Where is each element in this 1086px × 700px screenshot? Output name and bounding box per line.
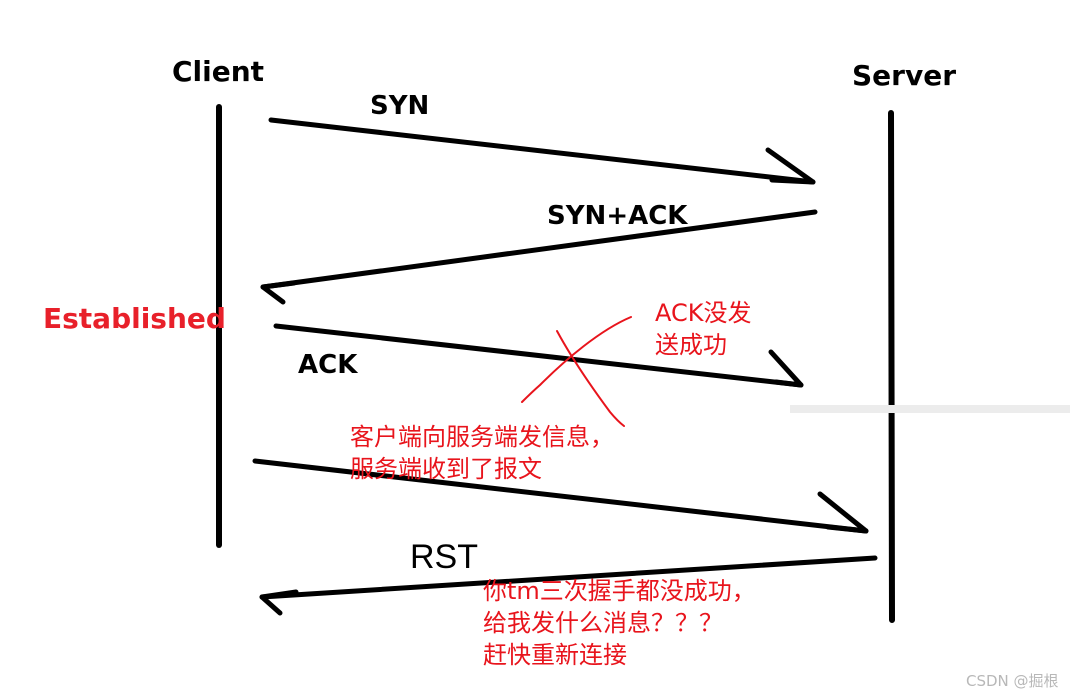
data-arrow <box>252 458 869 534</box>
server-lifeline <box>888 110 895 623</box>
rst-reply-note-line: 给我发什么消息？？？ <box>483 609 723 637</box>
data-sent-note-line: 服务端收到了报文 <box>350 455 542 483</box>
syn-label: SYN <box>370 91 430 121</box>
rst-label: RST <box>410 538 478 576</box>
rst-reply-note: 你tm三次握手都没成功， 给我发什么消息？？？ 赶快重新连接 <box>483 575 756 671</box>
data-sent-note: 客户端向服务端发信息， 服务端收到了报文 <box>350 421 614 485</box>
rst-reply-note-line: 你tm三次握手都没成功， <box>483 577 756 605</box>
rst-reply-note-line: 赶快重新连接 <box>483 641 627 669</box>
watermark: CSDN @掘根 <box>966 672 1059 690</box>
established-state-label: Established <box>43 302 226 335</box>
data-sent-note-line: 客户端向服务端发信息， <box>350 423 614 451</box>
ack-arrow <box>273 323 804 388</box>
syn-ack-label: SYN+ACK <box>547 201 688 231</box>
client-label: Client <box>172 55 265 88</box>
syn-ack-arrow <box>260 209 818 305</box>
ack-failed-note-line: 送成功 <box>655 331 727 359</box>
rst-arrow <box>259 555 878 616</box>
ack-failed-note: ACK没发 送成功 <box>655 297 752 361</box>
syn-arrow <box>268 117 816 185</box>
ack-lost-cross-mark <box>521 316 632 427</box>
ack-label: ACK <box>298 350 358 380</box>
faint-overlay-text <box>790 405 1070 413</box>
server-label: Server <box>852 59 957 92</box>
ack-failed-note-line: ACK没发 <box>655 299 752 327</box>
